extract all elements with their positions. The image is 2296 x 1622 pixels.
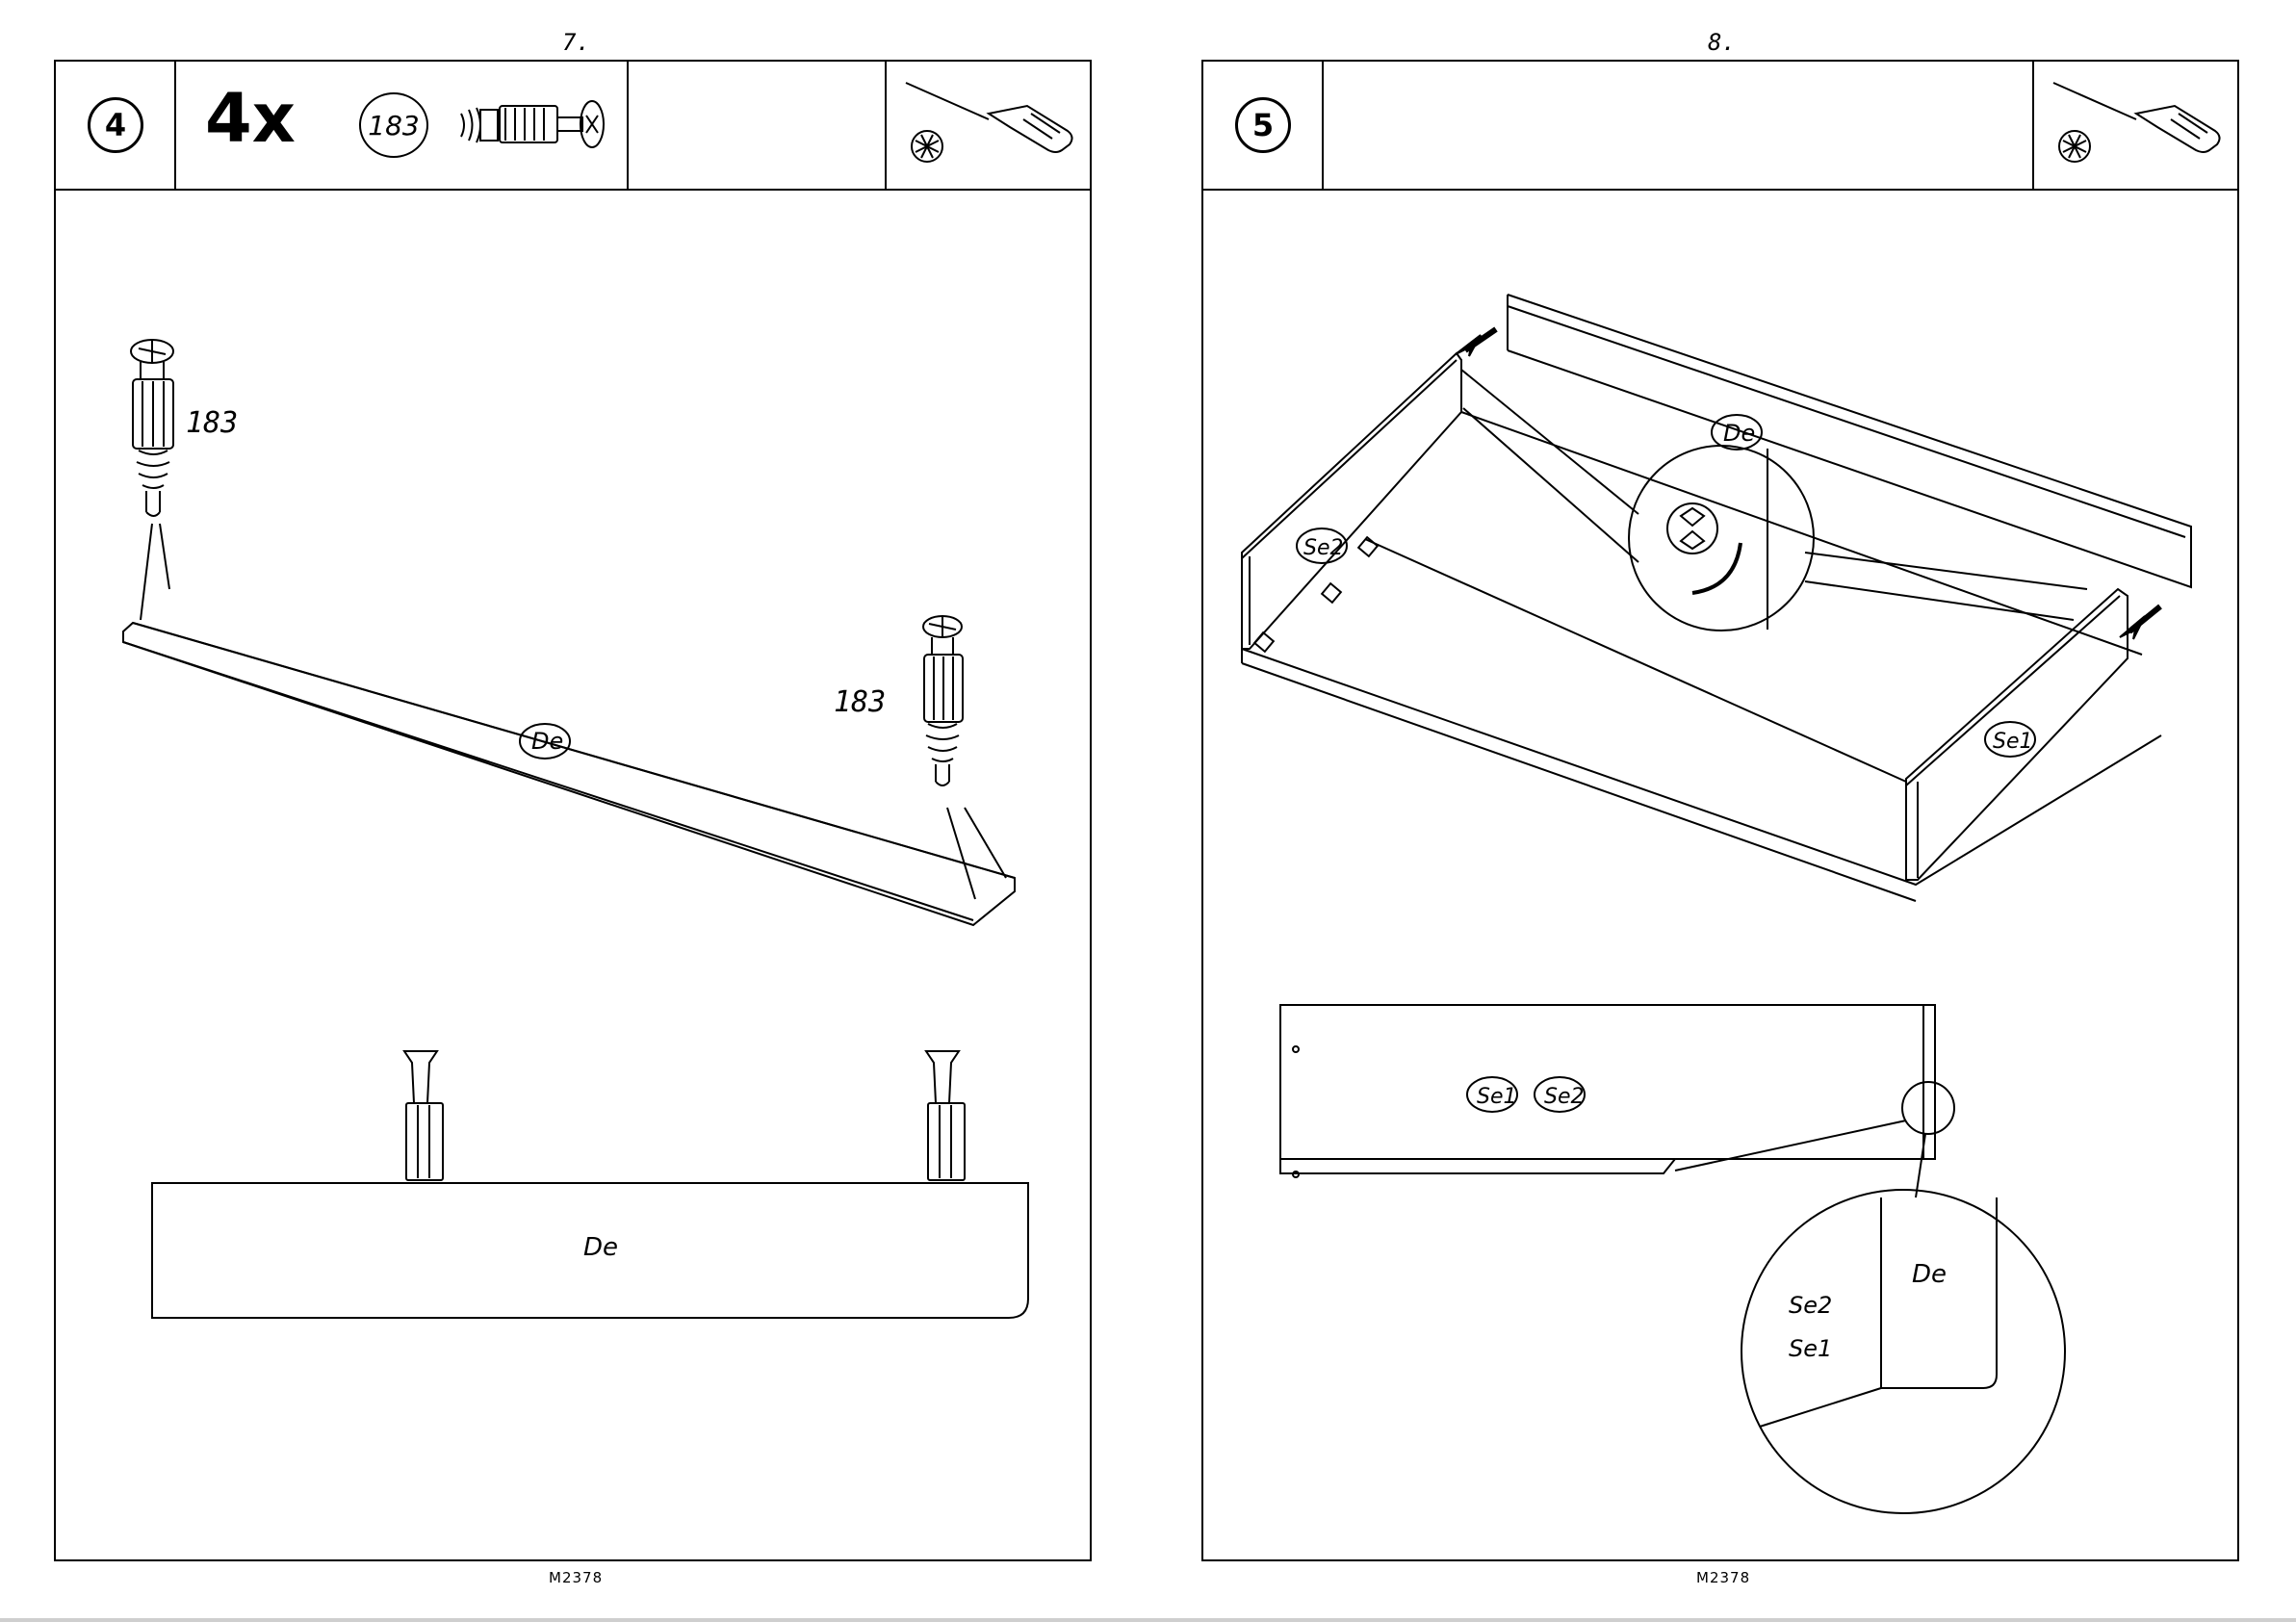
panel-label-se1: Se1 [1477, 1085, 1517, 1109]
label-de-back: De [1723, 420, 1755, 447]
panel-label-de-top: De [531, 728, 563, 755]
label-se1-side: Se1 [1993, 730, 2033, 754]
detail-label-se2: Se2 [1789, 1292, 1832, 1319]
instruction-sheet-right: 5 [1201, 60, 2239, 1561]
front-panel-exploded-view: 183 183 De De [56, 62, 1094, 1563]
detail-label-se1: Se1 [1789, 1335, 1832, 1362]
footer-code-right: M2378 [1696, 1569, 1750, 1586]
footer-code-left: M2378 [549, 1569, 603, 1586]
page-bottom-edge [0, 1618, 2296, 1622]
instruction-sheet-left: 4 4x 183 [54, 60, 1092, 1561]
page-number-right: 8. [1708, 29, 1736, 56]
panel-label-de-side: De [583, 1233, 618, 1262]
frame-assembly-view: De Se2 Se1 [1203, 62, 2241, 1563]
page-number-left: 7. [562, 29, 590, 56]
callout-183-lower: 183 [834, 685, 886, 719]
detail-label-de: De [1912, 1260, 1947, 1289]
callout-183-upper: 183 [186, 406, 238, 440]
panel-label-se2: Se2 [1544, 1085, 1585, 1109]
label-se2-side: Se2 [1303, 536, 1344, 560]
